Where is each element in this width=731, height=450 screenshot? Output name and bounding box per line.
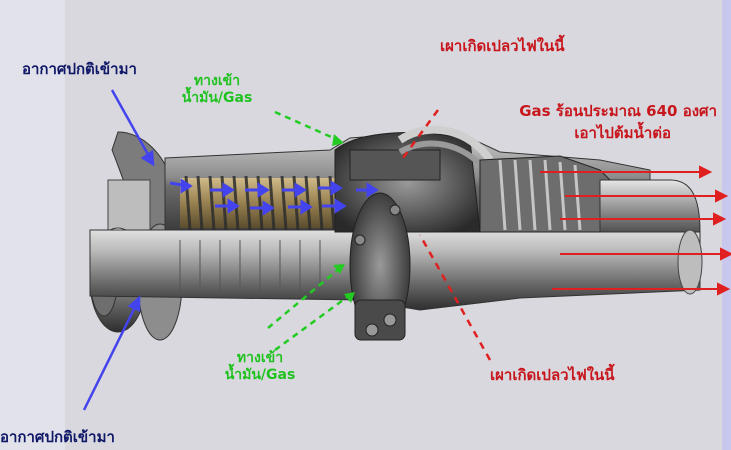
fuel-leader-lines — [267, 110, 351, 352]
exhaust-label-line1: Gas ร้อนประมาณ 640 องศา — [519, 102, 717, 120]
air-inlet-label-bottom: อากาศปกติเข้ามา — [0, 428, 115, 446]
right-border — [722, 0, 731, 450]
exhaust-arrows — [540, 165, 731, 296]
fuel-inlet-bottom-line1: ทางเข้า — [236, 350, 284, 366]
fuel-inlet-label-top: ทางเข้า น้ำมัน/Gas — [172, 73, 262, 107]
air-flow-arrows — [169, 178, 379, 216]
fuel-arrowheads — [332, 134, 355, 303]
turbine-illustration — [89, 125, 703, 341]
air-leader-lines — [82, 89, 155, 411]
combustion-label-top: เผาเกิดเปลวไฟในนี้ — [440, 37, 565, 55]
exhaust-label: Gas ร้อนประมาณ 640 องศา เอาไปต้มน้ำต่อ — [519, 102, 717, 142]
fuel-inlet-label-bottom: ทางเข้า น้ำมัน/Gas — [210, 350, 310, 384]
combustion-label-bottom: เผาเกิดเปลวไฟในนี้ — [490, 366, 615, 384]
air-inlet-label-top: อากาศปกติเข้ามา — [22, 60, 137, 78]
fuel-inlet-top-line2: น้ำมัน/Gas — [181, 89, 253, 106]
background-left-panel — [0, 0, 65, 450]
exhaust-label-line2: เอาไปต้มน้ำต่อ — [574, 124, 671, 142]
fuel-inlet-bottom-line2: น้ำมัน/Gas — [224, 366, 296, 383]
combustion-leader-lines — [398, 109, 492, 361]
fuel-inlet-top-line1: ทางเข้า — [193, 73, 241, 89]
